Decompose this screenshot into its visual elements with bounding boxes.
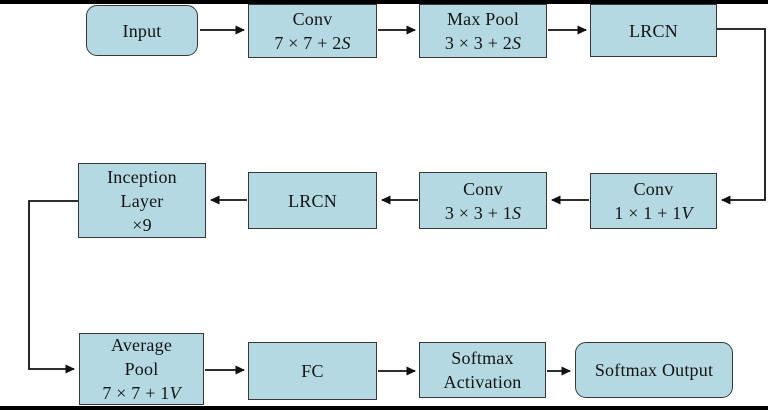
node-inception-title: Inception — [107, 166, 177, 187]
node-lrcn-1: LRCN — [590, 4, 717, 57]
node-conv-3x3-title: Conv — [463, 178, 503, 199]
node-softmax-activation-subtitle: Activation — [443, 372, 522, 392]
top-frame-bar — [0, 0, 768, 4]
node-average-pool-title: Average — [110, 335, 173, 355]
node-conv-1x1: Conv 1 × 1 + 1V — [590, 173, 717, 229]
node-max-pool-params: 3 × 3 + 2S — [444, 33, 522, 53]
node-max-pool: Max Pool 3 × 3 + 2S — [419, 4, 547, 58]
bottom-frame-bar — [0, 406, 768, 410]
node-inception-layer: Inception Layer ×9 — [78, 163, 206, 238]
node-lrcn-2: LRCN — [248, 172, 377, 229]
node-softmax-activation: Softmax Activation — [419, 342, 546, 398]
node-input: Input — [86, 5, 198, 56]
node-conv-1x1-title: Conv — [633, 179, 674, 199]
node-lrcn-2-label: LRCN — [288, 190, 337, 211]
node-lrcn-1-label: LRCN — [629, 20, 678, 41]
node-conv-7x7: Conv 7 × 7 + 2S — [248, 4, 377, 58]
node-softmax-activation-title: Softmax — [451, 348, 514, 368]
node-conv-3x3: Conv 3 × 3 + 1S — [419, 172, 547, 229]
edge-lrcn1-conv1x1 — [717, 28, 766, 205]
node-conv-7x7-title: Conv — [292, 9, 333, 29]
node-average-pool-subtitle: Pool — [124, 359, 159, 379]
edge-inception-avgpool — [28, 200, 78, 374]
node-softmax-output: Softmax Output — [575, 342, 733, 398]
node-fc: FC — [248, 342, 377, 400]
node-fc-label: FC — [301, 361, 324, 381]
node-softmax-output-label: Softmax Output — [594, 360, 714, 380]
node-inception-multiplier: ×9 — [132, 214, 152, 235]
node-conv-3x3-params: 3 × 3 + 1S — [444, 202, 522, 223]
node-conv-1x1-params: 1 × 1 + 1V — [614, 203, 693, 223]
node-average-pool-params: 7 × 7 + 1V — [102, 383, 181, 403]
node-inception-subtitle: Layer — [120, 190, 164, 211]
node-input-label: Input — [122, 20, 162, 41]
node-max-pool-title: Max Pool — [446, 9, 520, 29]
node-average-pool: Average Pool 7 × 7 + 1V — [79, 333, 204, 405]
node-conv-7x7-params: 7 × 7 + 2S — [274, 33, 351, 53]
